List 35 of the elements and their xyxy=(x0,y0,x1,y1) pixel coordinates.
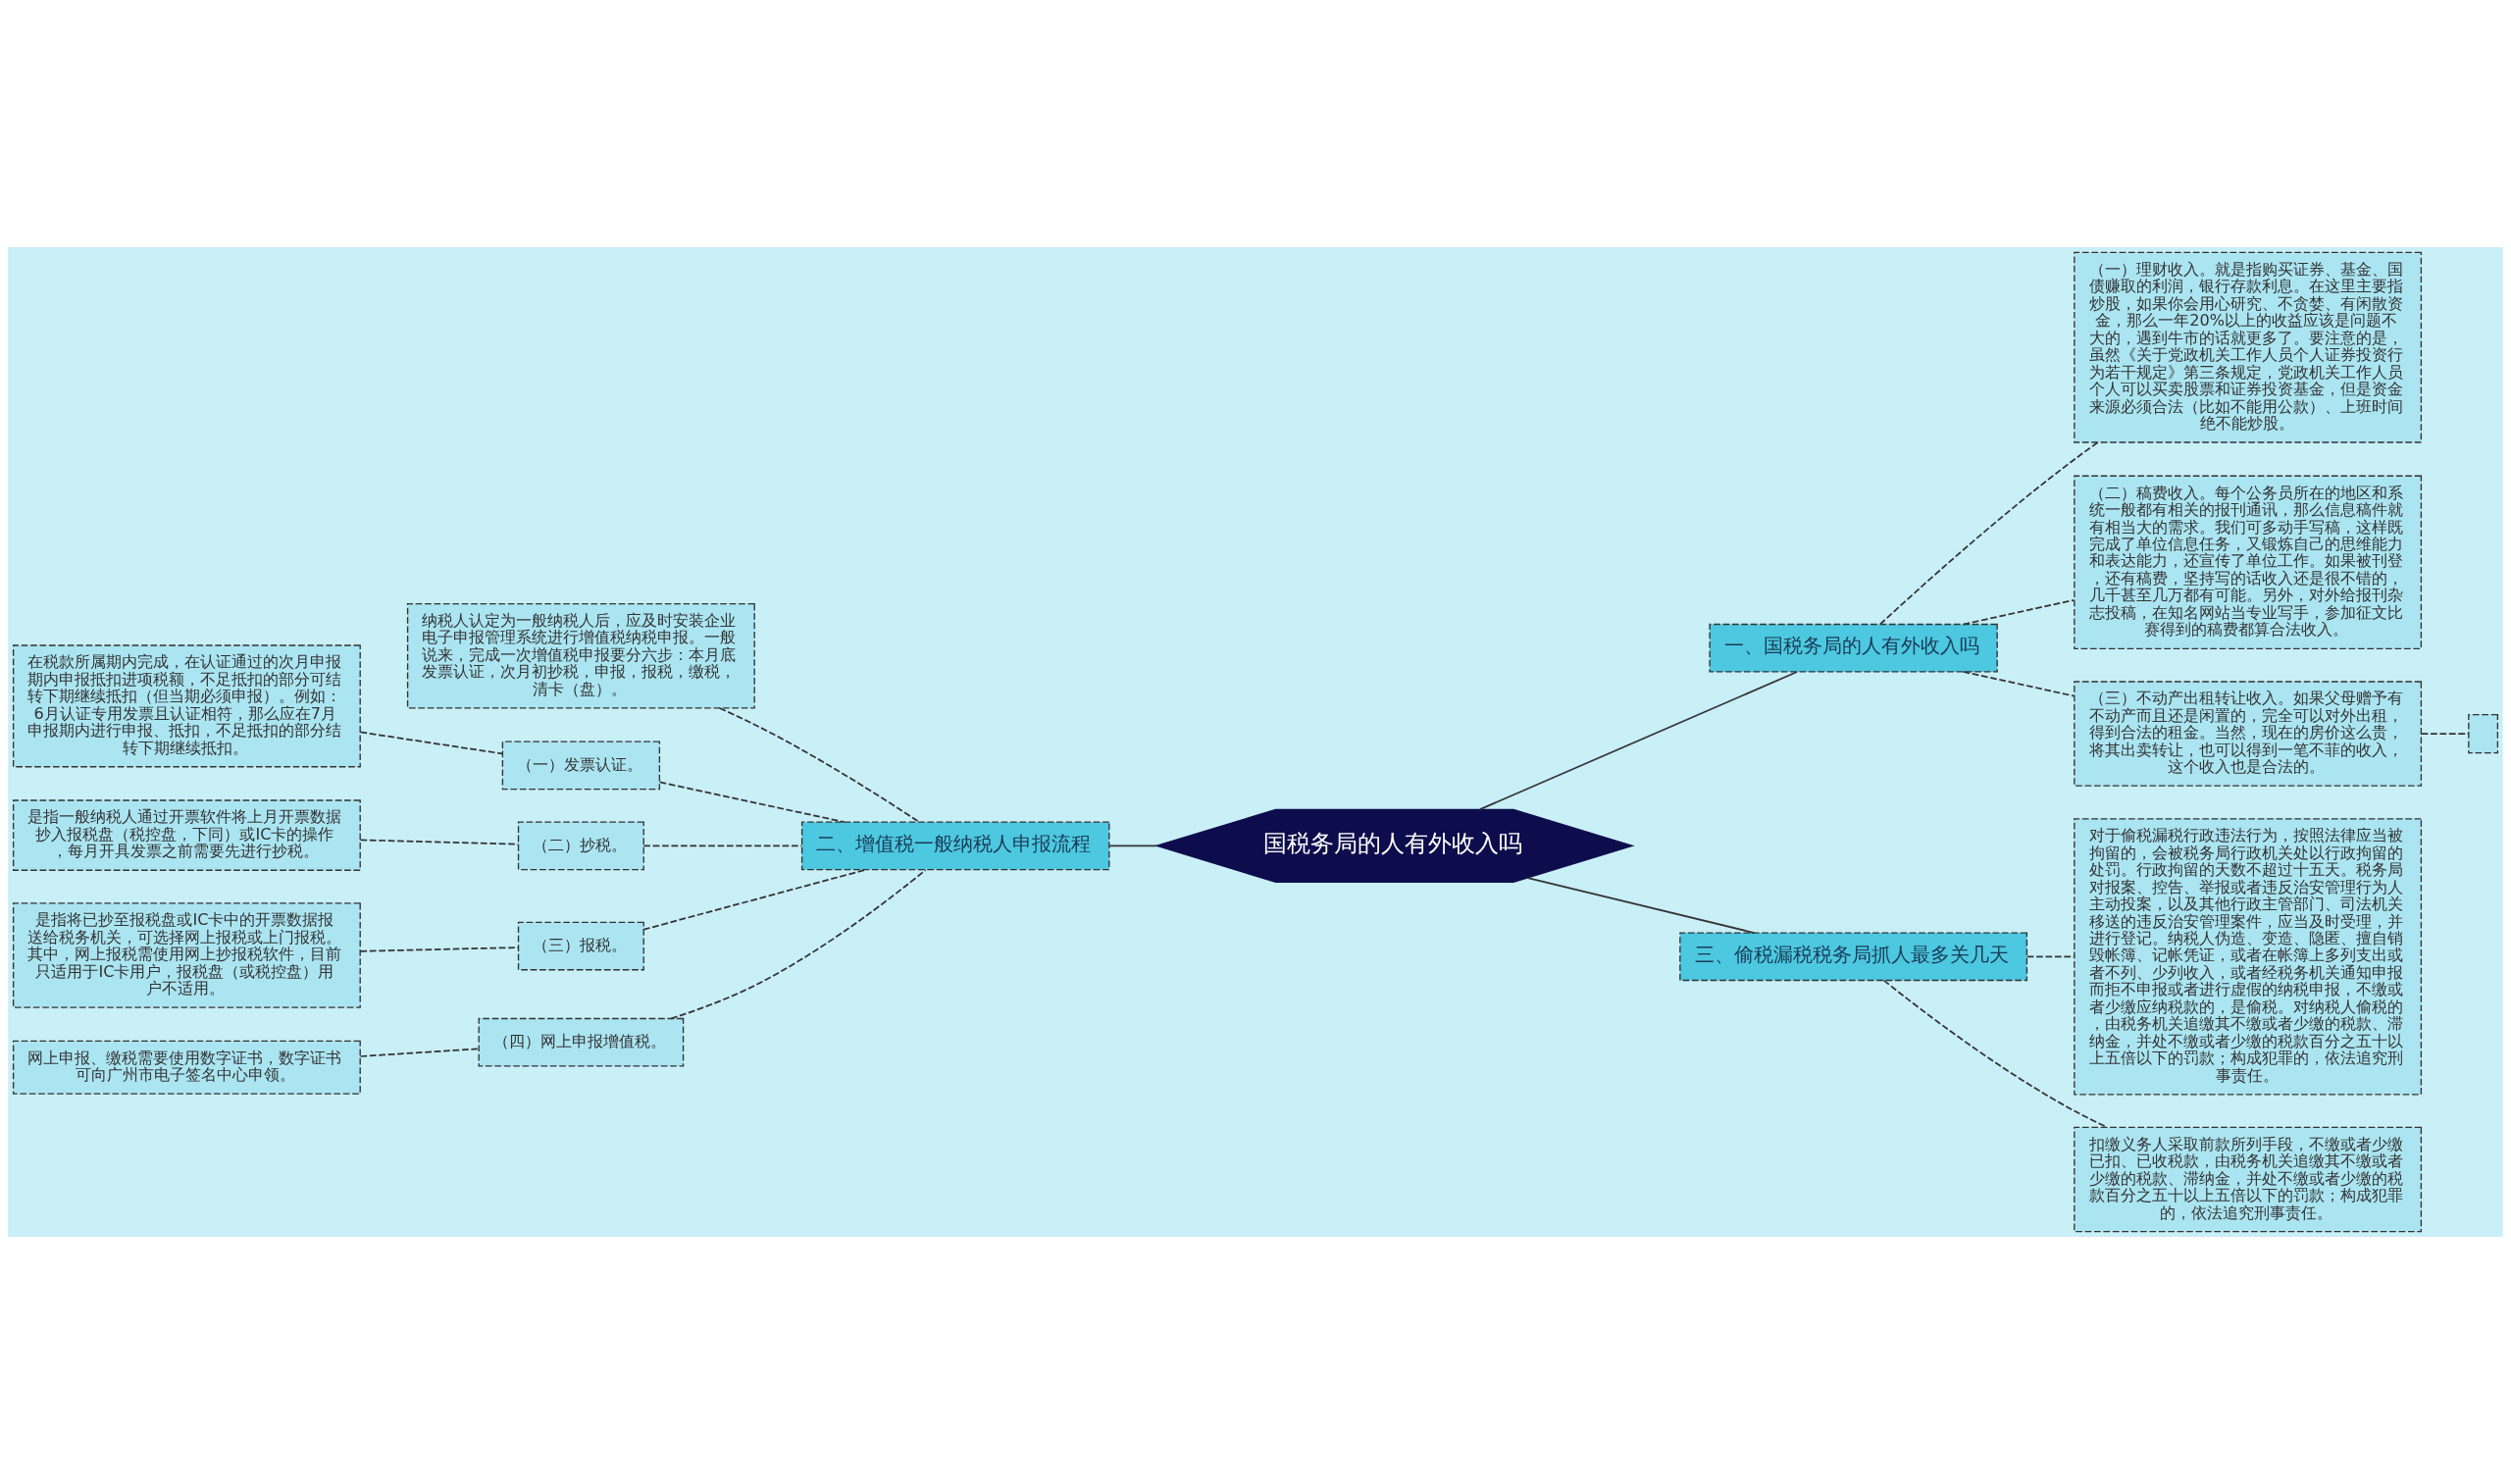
connector xyxy=(2420,733,2470,735)
connector xyxy=(718,707,920,824)
connector xyxy=(359,839,520,845)
node-box: （一）发票认证。 xyxy=(501,741,661,791)
node-box: 是指将已抄至报税盘或IC卡中的开票数据报送给税务机关，可选择网上报税或上门报税。其中，网上报税需使用网上抄报税软件，目前只适用于IC卡用户，报税盘（或税控盘）用户不适用。 xyxy=(12,902,361,1008)
node-box: 二、增值税一般纳税人申报流程 xyxy=(800,821,1110,871)
connector xyxy=(1526,877,1756,934)
node-box: 一、国税务局的人有外收入吗 xyxy=(1709,623,1998,673)
node-box: （三）报税。 xyxy=(517,921,644,971)
connector xyxy=(1962,598,2075,626)
node-box: 网上申报、缴税需要使用数字证书，数字证书可向广州市电子签名中心申领。 xyxy=(12,1040,361,1095)
node-box: 是指一般纳税人通过开票软件将上月开票数据抄入报税盘（税控盘，下同）或IC卡的操作，每月开具发票之前需要先进行抄税。 xyxy=(12,799,361,871)
connector xyxy=(359,731,504,755)
node-box: 纳税人认定为一般纳税人后，应及时安装企业电子申报管理系统进行增值税纳税申报。一般说来，完成一次增值税申报要分六步：本月底发票认证，次月初抄税，申报，报税，缴税，清卡（盘）。 xyxy=(406,603,755,709)
node-box: 在税款所属期内完成，在认证通过的次月申报期内申报抵扣进项税额，不足抵扣的部分可结转下期继续抵扣（但当期必须申报）。例如：6月认证专用发票且认证相符，那么应在7月申报期内进行申报、抵扣，不足抵扣的部分结转下期继续抵扣。 xyxy=(12,644,361,768)
node-box: （三）不动产出租转让收入。如果父母赠予有不动产而且还是闲置的，完全可以对外出租，得到合法的租金。当然，现在的房价这么贵，将其出卖转让，也可以得到一笔不菲的收入，这个收入也是合法的。 xyxy=(2074,681,2423,787)
connector xyxy=(642,868,867,931)
node-box xyxy=(2468,713,2499,754)
connector xyxy=(1962,671,2075,697)
node-box: （二）稿费收入。每个公务员所在的地区和系统一般都有相关的报刊通讯，那么信息稿件就有相当大的需求。我们可多动手写稿，这样既完成了单位信息任务，又锻炼自己的思维能力和表达能力，还宣传了单位工作。如果被刊登，还有稿费，坚持写的话收入还是很不错的，几千甚至几万都有可能。另外，对外给报刊杂志投稿，在知名网站当专业写手，参加征文比赛得到的稿费都算合法收入。 xyxy=(2074,475,2423,650)
connector xyxy=(642,844,803,847)
connector xyxy=(359,1048,480,1057)
node-box: （一）理财收入。就是指购买证券、基金、国债赚取的利润，银行存款利息。在这里主要指炒股，如果你会用心研究、不贪婪、有闲散资金，那么一年20%以上的收益应该是问题不大的，遇到牛市的话就更多了。要注意的是，虽然《关于党政机关工作人员个人证券投资行为若干规定》第三条规定，党政机关工作人员个人可以买卖股票和证券投资基金，但是资金来源必须合法（比如不能用公款）、上班时间绝不能炒股。 xyxy=(2074,251,2423,443)
connector xyxy=(670,869,927,1020)
connector xyxy=(1108,844,1158,847)
node-box: 扣缴义务人采取前款所列手段，不缴或者少缴已扣、已收税款，由税务机关追缴其不缴或者少缴的税款、滞纳金，并处不缴或者少缴的税款百分之五十以上五倍以下的罚款；构成犯罪的，依法追究刑事责任。 xyxy=(2074,1126,2423,1233)
node-box: （二）抄税。 xyxy=(517,821,644,871)
connector xyxy=(1479,671,1799,811)
node-box: 对于偷税漏税行政违法行为，按照法律应当被拘留的，会被税务局行政机关处以行政拘留的处罚。行政拘留的天数不超过十五天。税务局对报案、控告、举报或者违反治安管理行为人主动投案，以及其他行政主管部门、司法机关移送的违反治安管理案件，应当及时受理，并进行登记。纳税人伪造、变造、隐匿、擅自销毁帐簿、记帐凭证，或者在帐簿上多列支出或者不列、少列收入，或者经税务机关通知申报而拒不申报或者进行虚假的纳税申报，不缴或者少缴应纳税款的，是偷税。对纳税人偷税的，由税务机关追缴其不缴或者少缴的税款、滞纳金，并处不缴或者少缴的税款百分之五十以上五倍以下的罚款；构成犯罪的，依法追究刑事责任。 xyxy=(2074,818,2423,1096)
connector xyxy=(359,947,520,952)
connector xyxy=(658,781,846,824)
connector xyxy=(1879,441,2099,626)
node-box: （四）网上申报增值税。 xyxy=(478,1017,685,1067)
node-box: 三、偷税漏税税务局抓人最多关几天 xyxy=(1679,932,2028,982)
connector xyxy=(2025,955,2075,958)
